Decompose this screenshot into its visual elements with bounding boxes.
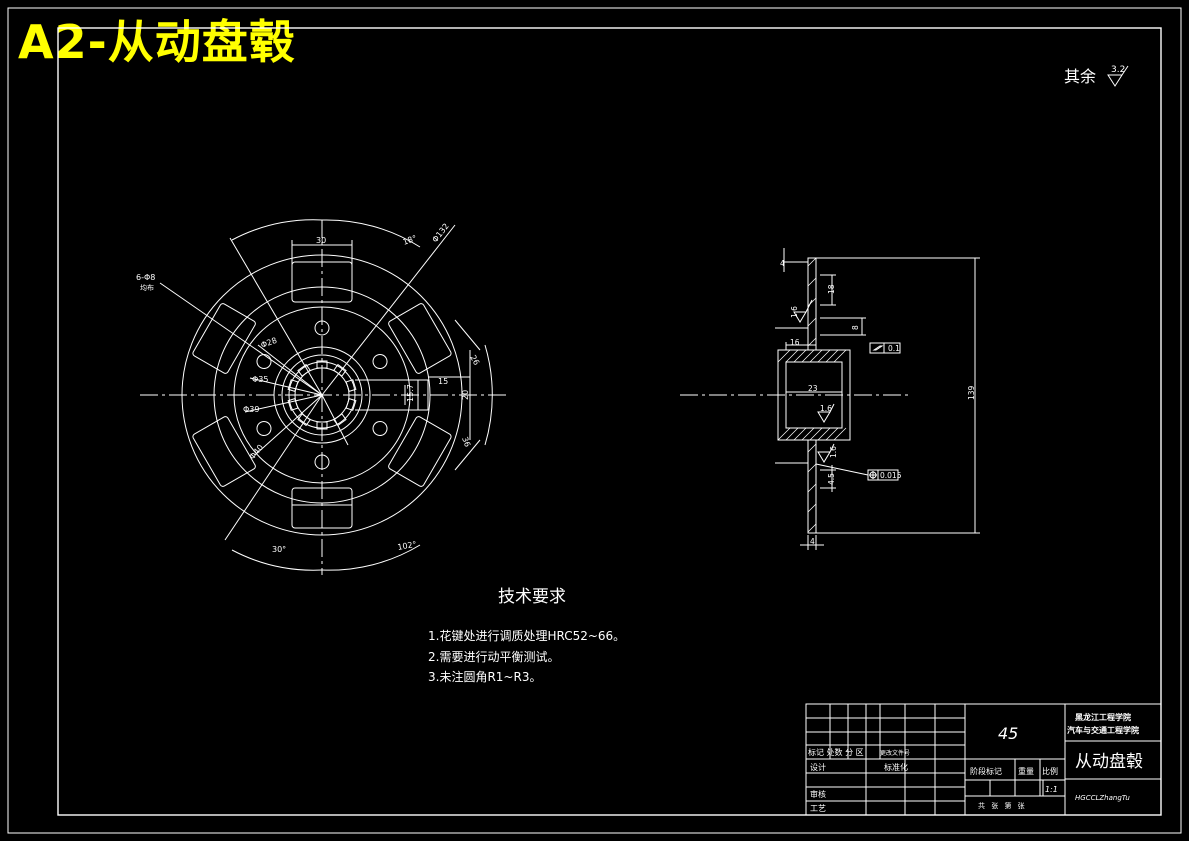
scale-label: 比例 bbox=[1042, 766, 1058, 776]
dim-angle-102: 102° bbox=[397, 540, 418, 552]
scale-value: 1:1 bbox=[1045, 785, 1058, 794]
weight-label: 重量 bbox=[1018, 766, 1034, 776]
roughness-mark-3-icon bbox=[817, 443, 835, 463]
sheet-count: 共 张 第 张 bbox=[978, 801, 1027, 810]
dim-angle-18: 18° bbox=[402, 234, 418, 247]
tech-item-2: 2.需要进行动平衡测试。 bbox=[428, 649, 559, 664]
dim-angle-30: 30° bbox=[272, 545, 286, 554]
drawing-title-banner: A2-从动盘毂 bbox=[18, 15, 296, 69]
inner-frame bbox=[57, 27, 1162, 816]
dim-holes: 6-Φ8 bbox=[136, 273, 155, 282]
review-label: 审核 bbox=[810, 789, 826, 799]
front-view: 30 18° Φ132 6-Φ8 均布 Φ28 Φ35 Φ39 Φ40 15.7… bbox=[136, 219, 510, 575]
flatness-tolerance-frame bbox=[869, 342, 901, 354]
stage-label: 阶段标记 bbox=[970, 766, 1002, 776]
roughness-1-6-c: 1.6 bbox=[829, 446, 838, 458]
front-dimension-lines bbox=[231, 219, 493, 571]
dim-dia-132: Φ132 bbox=[430, 222, 450, 245]
spring-windows bbox=[192, 261, 452, 529]
hub-flange-circle bbox=[281, 354, 363, 436]
title-block: 45 黑龙江工程学院 汽车与交通工程学院 从动盘毂 标记 处数 分 区 更改文件… bbox=[805, 703, 1162, 816]
roughness-1-6-a: 1.6 bbox=[790, 306, 799, 318]
dim-height-4-5: 4.5 bbox=[827, 473, 836, 485]
window-inner-circle bbox=[233, 306, 411, 484]
material-value: 45 bbox=[998, 724, 1018, 743]
tol-0-1: 0.1 bbox=[888, 344, 900, 353]
hub-outer-circle bbox=[273, 346, 371, 444]
window-outer-circle bbox=[213, 286, 431, 504]
surface-roughness-note: 其余 3.2 bbox=[1064, 65, 1129, 87]
part-name: 从动盘毂 bbox=[1075, 752, 1143, 772]
rev-labels: 标记 处数 分 区 bbox=[808, 747, 864, 757]
side-dimension-texts: 4 18 8 1.6 16 0.1 23 1.6 1.6 4.5 0.015 1… bbox=[780, 259, 976, 546]
dim-26: 26 bbox=[468, 354, 481, 367]
school-name-1: 黑龙江工程学院 bbox=[1075, 712, 1131, 722]
dim-20: 20 bbox=[461, 390, 470, 400]
roughness-1-6-b: 1.6 bbox=[820, 404, 832, 413]
tech-title: 技术要求 bbox=[498, 587, 566, 607]
title-block-texts: 45 黑龙江工程学院 汽车与交通工程学院 从动盘毂 标记 处数 分 区 更改文件… bbox=[808, 712, 1143, 813]
flange-lower bbox=[807, 439, 817, 534]
roughness-symbol-icon bbox=[1107, 65, 1129, 87]
front-dimension-texts: 30 18° Φ132 6-Φ8 均布 Φ28 Φ35 Φ39 Φ40 15.7… bbox=[136, 222, 481, 554]
tol-0-015: 0.015 bbox=[880, 471, 902, 480]
tech-item-3: 3.未注圆角R1~R3。 bbox=[428, 669, 541, 684]
doc-label: 更改文件号 bbox=[880, 749, 910, 757]
dim-thick-4-top: 4 bbox=[780, 259, 785, 268]
roughness-mark-1-icon bbox=[793, 299, 813, 323]
dim-dia-39: Φ39 bbox=[243, 405, 259, 414]
dim-thick-4-bottom: 4 bbox=[810, 537, 815, 546]
dim-width-23: 23 bbox=[808, 384, 818, 393]
dim-height-18: 18 bbox=[827, 284, 836, 294]
dim-width-30: 30 bbox=[316, 236, 326, 245]
dim-15: 15 bbox=[438, 377, 448, 386]
flatness-icon bbox=[872, 345, 884, 351]
tech-item-1: 1.花键处进行调质处理HRC52~66。 bbox=[428, 628, 625, 643]
dim-15-7: 15.7 bbox=[406, 384, 415, 402]
dim-36: 36 bbox=[460, 436, 472, 449]
side-section-view: 4 18 8 1.6 16 0.1 23 1.6 1.6 4.5 0.015 1… bbox=[680, 248, 980, 550]
dim-dia-35: Φ35 bbox=[252, 375, 268, 384]
technical-requirements: 技术要求 1.花键处进行调质处理HRC52~66。 2.需要进行动平衡测试。 3… bbox=[428, 587, 625, 684]
drawing-code: HGCCLZhangTu bbox=[1075, 794, 1130, 802]
flange-upper bbox=[807, 257, 817, 351]
outer-frame bbox=[7, 7, 1182, 834]
spline-teeth bbox=[287, 360, 357, 430]
design-label: 设计 bbox=[810, 762, 826, 772]
standard-label: 标准化 bbox=[884, 762, 908, 772]
dim-width-16: 16 bbox=[790, 338, 800, 347]
runout-tolerance-frame bbox=[867, 469, 899, 481]
surface-note-value: 3.2 bbox=[1111, 65, 1125, 75]
dim-height-139: 139 bbox=[967, 385, 976, 400]
roughness-mark-2-icon bbox=[817, 403, 835, 423]
dim-holes-sub: 均布 bbox=[140, 283, 154, 292]
outer-disc-circle bbox=[181, 254, 463, 536]
key-slot bbox=[355, 379, 429, 411]
spline-outer-circle bbox=[288, 361, 356, 429]
process-label: 工艺 bbox=[810, 804, 826, 813]
section-hatching bbox=[777, 257, 847, 533]
rivet-holes bbox=[256, 320, 388, 470]
side-dimension-lines bbox=[775, 248, 980, 550]
dim-dia-28: Φ28 bbox=[260, 336, 279, 350]
dim-height-8: 8 bbox=[851, 325, 860, 330]
radial-leaders bbox=[159, 224, 456, 541]
school-name-2: 汽车与交通工程学院 bbox=[1067, 725, 1139, 735]
surface-note-label: 其余 bbox=[1064, 67, 1096, 86]
